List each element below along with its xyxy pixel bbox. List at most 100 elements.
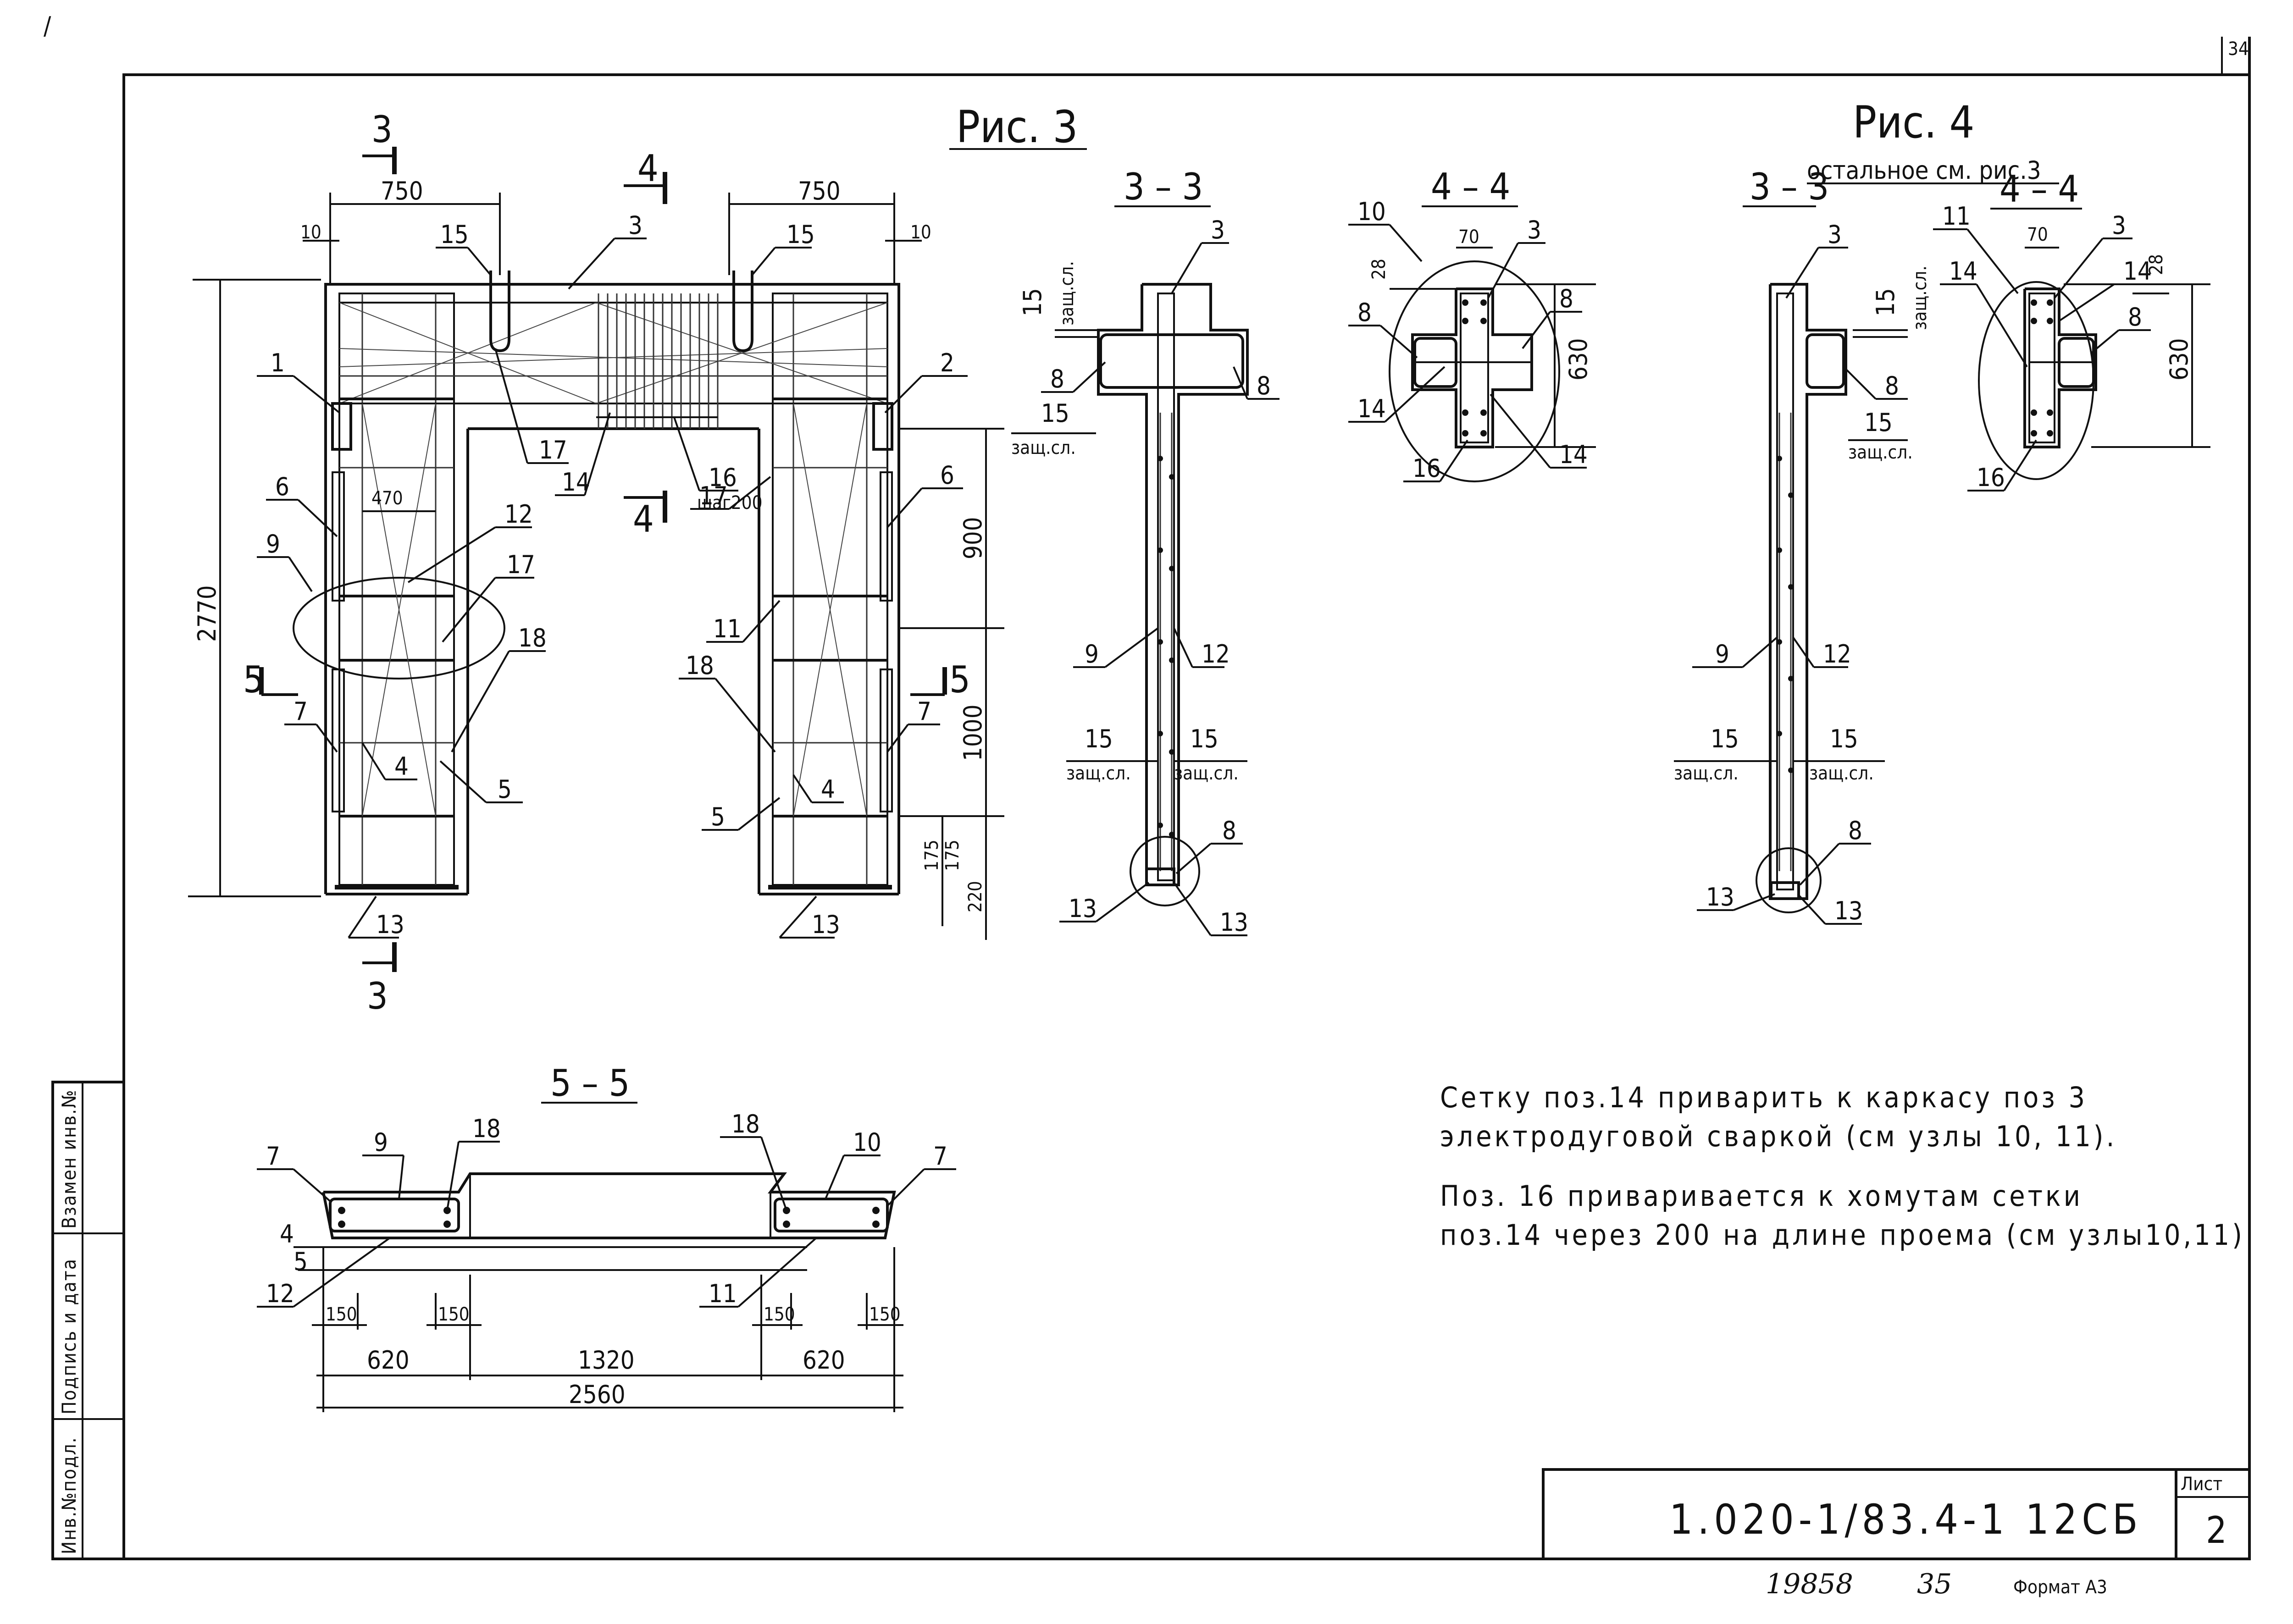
f4s33-pos-9: 9 — [1715, 640, 1729, 668]
s55-dim-620-right: 620 — [803, 1346, 845, 1375]
s44-pos-8-right: 8 — [1559, 284, 1573, 313]
corner-tick: / — [44, 11, 51, 40]
s44-pos-14-left: 14 — [1357, 394, 1386, 423]
dim-1000: 1000 — [958, 704, 987, 761]
s44-dim-630: 630 — [1564, 338, 1593, 381]
s33-cover-15-left: 15 — [1041, 399, 1069, 428]
note-line-4: поз.14 через 200 на длине проема (см узл… — [1440, 1218, 2245, 1252]
side-stamp: Инв.№подл. Подпись и дата Взамен инв.№ — [51, 1081, 125, 1560]
s55-pos-7-left: 7 — [266, 1142, 280, 1171]
f4s33-cover-15-top: 15 — [1871, 288, 1900, 316]
s33-pos-8-right: 8 — [1257, 371, 1271, 400]
f4s44-pos-14-right: 14 — [2123, 257, 2152, 286]
f4s44-pos-3: 3 — [2112, 211, 2126, 240]
dim-220: 220 — [965, 881, 986, 912]
s33-cover-15-br: 15 — [1190, 724, 1219, 753]
side-stamp-sign: Подпись и дата — [58, 1258, 80, 1414]
cut-3-bottom: 3 — [367, 975, 388, 1017]
side-stamp-inv: Инв.№подл. — [58, 1436, 80, 1554]
s55-pos-11: 11 — [709, 1279, 737, 1308]
s55-pos-18-left: 18 — [472, 1114, 501, 1143]
f4s44-pos-14-left: 14 — [1949, 257, 1977, 286]
section-4-4-title: 4 – 4 — [1431, 166, 1510, 208]
s33-pos-13-left: 13 — [1069, 894, 1097, 923]
fig3-cut-marks: 3 3 4 4 5 5 — [243, 108, 970, 1017]
f4s33-pos-3: 3 — [1828, 220, 1842, 249]
fig3-position-labels: 1 2 3 6 6 9 12 17 17 17 18 18 7 7 4 4 5 … — [257, 211, 968, 939]
fig4-section-4-4-title: 4 – 4 — [1999, 168, 2079, 210]
pos-15-right: 15 — [786, 220, 815, 249]
f4s44-pos-11: 11 — [1942, 202, 1971, 231]
note-line-2: электродуговой сваркой (см узлы 10, 11). — [1440, 1120, 2117, 1153]
sheet-frame — [122, 37, 2251, 1560]
pos-7-right: 7 — [917, 697, 931, 726]
dim-750-left: 750 — [381, 177, 423, 205]
dim-10-left: 10 — [300, 222, 321, 243]
fig4-subtitle: остальное см. рис.3 — [1807, 156, 2041, 185]
pitch-200: шаг200 — [697, 492, 763, 514]
pos-13-right: 13 — [812, 910, 840, 939]
dim-750-right: 750 — [798, 177, 841, 205]
f4s33-pos-8-bottom: 8 — [1848, 816, 1862, 845]
section-5-5: 7 9 18 18 10 7 4 5 12 11 150 150 150 150 — [257, 1110, 956, 1412]
s55-pos-4: 4 — [280, 1220, 294, 1248]
s44-pos-16: 16 — [1412, 454, 1441, 483]
s33-pos-3: 3 — [1211, 215, 1225, 244]
s55-dim-620-left: 620 — [367, 1346, 410, 1375]
note-line-1: Сетку поз.14 приварить к каркасу поз 3 — [1440, 1081, 2088, 1114]
cut-4-mid: 4 — [633, 498, 654, 541]
s33-pos-9: 9 — [1085, 640, 1099, 668]
s33-cover-bl: защ.сл. — [1066, 763, 1131, 784]
s55-dim-150-c: 150 — [764, 1304, 795, 1325]
fig3-dimensions: 750 750 10 10 2770 470 900 1000 175 175 … — [188, 177, 1004, 940]
pos-17-a: 17 — [539, 436, 567, 464]
s33-cover-15-bl: 15 — [1085, 724, 1113, 753]
f4s44-pos-16: 16 — [1977, 463, 2005, 492]
pos-4-left: 4 — [394, 752, 409, 781]
s44-dim-28: 28 — [1368, 259, 1390, 280]
section-5-5-title: 5 – 5 — [550, 1062, 630, 1105]
pos-9: 9 — [266, 530, 280, 558]
fig4-section-3-3-title: 3 – 3 — [1750, 166, 1829, 208]
dim-470: 470 — [371, 488, 403, 509]
section-4-4: 630 70 28 10 3 8 8 14 14 16 — [1348, 197, 1596, 483]
fig4-section-4-4: 630 70 28 11 3 14 14 8 16 — [1933, 202, 2210, 492]
s55-dim-2560: 2560 — [569, 1380, 626, 1409]
sheet-label: Лист — [2181, 1474, 2222, 1495]
f4s44-dim-28: 28 — [2146, 254, 2167, 275]
cut-4-top: 4 — [637, 147, 659, 190]
cut-5-right: 5 — [949, 658, 970, 701]
title-block: 1.020-1/83.4-1 12СБ Лист 2 — [1542, 1468, 2251, 1560]
pos-4-right: 4 — [821, 775, 835, 804]
s55-dim-150-d: 150 — [869, 1304, 901, 1325]
s55-pos-18-right: 18 — [731, 1110, 760, 1138]
sheet-number: 2 — [2206, 1509, 2227, 1552]
cut-3-top: 3 — [371, 108, 393, 151]
s55-pos-7-right: 7 — [933, 1142, 947, 1171]
s55-dim-1320: 1320 — [578, 1346, 635, 1375]
s33-pos-8-bottom: 8 — [1222, 816, 1236, 845]
pos-18-b: 18 — [686, 651, 714, 680]
s33-pos-8-left: 8 — [1050, 365, 1064, 393]
pos-17-c: 17 — [699, 481, 728, 510]
pos-18-a: 18 — [518, 624, 547, 652]
s55-dim-150-a: 150 — [326, 1304, 357, 1325]
pos-7-left: 7 — [294, 697, 308, 726]
s44-pos-8-left: 8 — [1357, 298, 1372, 327]
f4s33-cover-bl: защ.сл. — [1674, 763, 1739, 784]
pos-11: 11 — [713, 614, 742, 643]
s55-dim-150-b: 150 — [438, 1304, 470, 1325]
section-3-3-title: 3 – 3 — [1124, 166, 1203, 208]
f4s33-cover-15-bl: 15 — [1711, 724, 1739, 753]
pos-13-left: 13 — [376, 910, 404, 939]
s33-pos-13-right: 13 — [1220, 908, 1248, 937]
archive-number-2: 35 — [1917, 1568, 1952, 1600]
s33-cover-left: защ.сл. — [1011, 437, 1076, 458]
pos-6-right: 6 — [940, 461, 954, 490]
s55-pos-5: 5 — [294, 1247, 308, 1276]
f4s33-cover-15-right: 15 — [1864, 408, 1893, 437]
f4s33-pos-13-left: 13 — [1706, 883, 1734, 911]
f4s33-cover-br: защ.сл. — [1809, 763, 1874, 784]
side-stamp-replace: Взамен инв.№ — [58, 1089, 80, 1229]
pos-5-right: 5 — [711, 802, 725, 831]
